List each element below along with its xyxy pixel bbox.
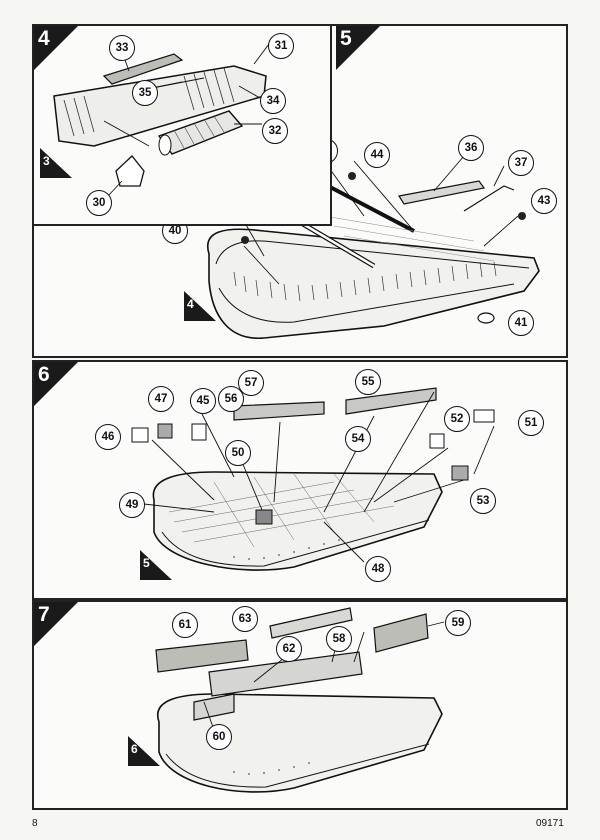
part-callout-44: 44 xyxy=(364,142,390,168)
part-callout-61: 61 xyxy=(172,612,198,638)
step-6-reference-number: 5 xyxy=(143,556,150,570)
part-callout-43: 43 xyxy=(531,188,557,214)
part-callout-51: 51 xyxy=(518,410,544,436)
part-callout-35: 35 xyxy=(132,80,158,106)
part-callout-30: 30 xyxy=(86,190,112,216)
part-callout-48: 48 xyxy=(365,556,391,582)
step-7-number: 7 xyxy=(38,603,50,626)
part-callout-59: 59 xyxy=(445,610,471,636)
step-7-reference-number: 6 xyxy=(131,742,138,756)
part-callout-37: 37 xyxy=(508,150,534,176)
part-callout-54: 54 xyxy=(345,426,371,452)
part-callout-36: 36 xyxy=(458,135,484,161)
part-callout-49: 49 xyxy=(119,492,145,518)
step-7-panel: 7 6 58 59 60 61 62 63 xyxy=(32,600,568,810)
step-5-number: 5 xyxy=(340,27,352,50)
part-callout-33: 33 xyxy=(109,35,135,61)
step-6-number: 6 xyxy=(38,363,50,386)
catalog-code: 09171 xyxy=(536,818,564,829)
part-callout-62: 62 xyxy=(276,636,302,662)
part-callout-31: 31 xyxy=(268,33,294,59)
part-callout-47: 47 xyxy=(148,386,174,412)
step-6-hull-drawing xyxy=(131,387,495,571)
step-6-panel: 6 5 45 46 47 48 49 50 51 52 53 54 55 56 … xyxy=(32,360,568,600)
part-callout-34: 34 xyxy=(260,88,286,114)
page-number: 8 xyxy=(32,818,38,829)
part-callout-58: 58 xyxy=(326,626,352,652)
step-4-number: 4 xyxy=(38,27,50,50)
step-4-reference-number: 3 xyxy=(43,154,50,168)
step-7-hull-drawing xyxy=(155,607,445,793)
step-5-reference-number: 4 xyxy=(187,297,194,311)
part-callout-45: 45 xyxy=(190,388,216,414)
part-callout-46: 46 xyxy=(95,424,121,450)
part-callout-53: 53 xyxy=(470,488,496,514)
part-callout-50: 50 xyxy=(225,440,251,466)
part-callout-60: 60 xyxy=(206,724,232,750)
part-callout-63: 63 xyxy=(232,606,258,632)
part-callout-55: 55 xyxy=(355,369,381,395)
part-callout-57: 57 xyxy=(238,370,264,396)
step-4-detail-drawing xyxy=(53,43,270,197)
part-callout-41: 41 xyxy=(508,310,534,336)
part-callout-32: 32 xyxy=(262,118,288,144)
step-4-panel: 4 3 30 31 32 33 34 35 xyxy=(32,24,332,226)
part-callout-52: 52 xyxy=(444,406,470,432)
